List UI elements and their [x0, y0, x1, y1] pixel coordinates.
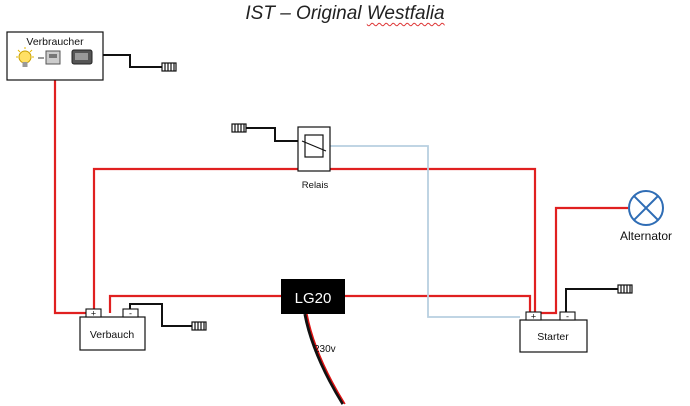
- consumers-box: Verbraucher: [6, 31, 104, 81]
- starter-battery-minus: -: [566, 312, 569, 322]
- charger-lg20: LG20: [281, 279, 345, 314]
- house-battery-minus: -: [129, 309, 132, 319]
- consumer-feed-wire: [53, 80, 90, 315]
- charger-right-wire: [345, 294, 532, 313]
- alternator-wire: [541, 206, 628, 315]
- charger-label: LG20: [295, 290, 332, 307]
- relay-control-wire: [330, 145, 520, 318]
- alternator-lamp-icon: [628, 190, 664, 226]
- appliance-icon: [38, 50, 61, 65]
- light-bulb-icon: [16, 47, 34, 67]
- charger-left-wire: [108, 294, 281, 313]
- voltage-label: 230v: [314, 344, 336, 355]
- mains-cable: [303, 313, 345, 405]
- ground-connector-icon: [231, 123, 247, 133]
- ground-connector-icon: [617, 284, 633, 294]
- consumer-ground-wire: [103, 54, 162, 68]
- positive-wires: [53, 80, 628, 315]
- diagram-title: IST – Original Westfalia: [245, 3, 445, 24]
- mains-cable-red: [306, 313, 346, 405]
- device-icon: [71, 49, 93, 65]
- ground-connector-icon: [191, 321, 207, 331]
- starter-ground-wire: [565, 288, 618, 316]
- relay-coil-wire: [246, 127, 298, 142]
- house-ground-wire: [129, 303, 192, 327]
- house-battery-plus: +: [91, 309, 96, 319]
- relay: Relais: [297, 126, 333, 191]
- starter-battery-label: Starter: [537, 331, 569, 343]
- relay-label: Relais: [302, 180, 329, 191]
- ground-wires: [103, 54, 618, 327]
- ground-connector-icon: [161, 62, 177, 72]
- house-battery-label: Verbauch: [90, 329, 135, 341]
- alternator-label: Alternator: [620, 229, 672, 243]
- starter-battery: + - Starter: [519, 311, 588, 353]
- house-battery: + - Verbauch: [79, 308, 146, 351]
- starter-battery-plus: +: [531, 312, 536, 322]
- consumers-label: Verbraucher: [26, 36, 84, 48]
